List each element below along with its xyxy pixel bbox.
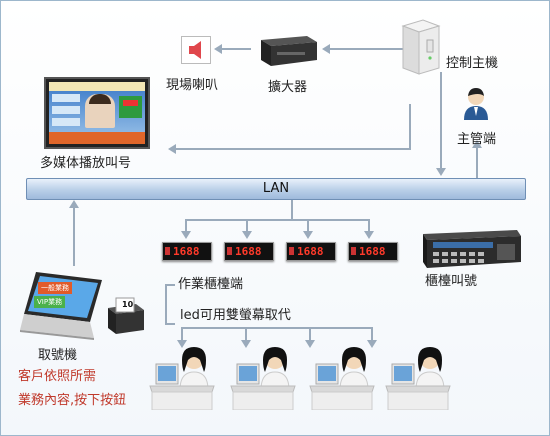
connector-bracket-v xyxy=(165,284,167,324)
led-lamp xyxy=(227,247,232,255)
display-screen xyxy=(49,82,145,144)
led-display: 1688 xyxy=(348,242,398,261)
customer-instruction-line2: 業務內容,按下按鈕 xyxy=(18,393,127,408)
supervisor-label: 主管端 xyxy=(457,132,497,147)
led-note-label: led可用雙螢幕取代 xyxy=(180,308,291,323)
connector-control-to-amp xyxy=(330,48,404,50)
amplifier-icon xyxy=(261,36,317,66)
led-digits: 1688 xyxy=(297,245,324,258)
call-device-icon xyxy=(423,230,521,268)
clerk-desk-icon xyxy=(385,347,451,410)
connector-led-drop xyxy=(246,219,248,231)
control-host-label: 控制主機 xyxy=(446,56,499,71)
led-lamp xyxy=(165,247,170,255)
led-display: 1688 xyxy=(162,242,212,261)
counter-terminal-label: 作業櫃檯端 xyxy=(178,277,244,292)
connector-lan-down xyxy=(291,199,293,219)
speaker-icon xyxy=(181,36,211,64)
arrowhead xyxy=(242,231,252,239)
arrowhead xyxy=(181,231,191,239)
connector-bracket-top xyxy=(165,284,175,286)
multimedia-display xyxy=(44,77,150,149)
lan-bar: LAN xyxy=(26,178,526,200)
user-icon xyxy=(464,88,488,120)
arrowhead xyxy=(168,144,176,154)
led-lamp xyxy=(351,247,356,255)
led-lamp xyxy=(289,247,294,255)
arrowhead xyxy=(303,231,313,239)
kiosk-button-vip: VIP業務 xyxy=(34,296,66,308)
ticket-machine-label: 取號機 xyxy=(38,348,78,363)
connector-kiosk-up xyxy=(73,206,75,266)
clerk-desk-icon xyxy=(230,347,296,410)
clerk-desk-icon xyxy=(309,347,375,410)
led-digits: 1688 xyxy=(235,245,262,258)
connector-desk-drop xyxy=(245,327,247,341)
connector-lan-to-multimedia-v xyxy=(409,104,411,148)
connector-amp-to-speaker xyxy=(221,48,251,50)
connector-led-drop xyxy=(307,219,309,231)
arrowhead xyxy=(364,231,374,239)
led-display: 1688 xyxy=(224,242,274,261)
amplifier-label: 擴大器 xyxy=(268,80,308,95)
connector-desk-drop xyxy=(181,327,183,341)
connector-lan-to-multimedia-h xyxy=(175,148,411,150)
led-display: 1688 xyxy=(286,242,336,261)
arrowhead xyxy=(322,44,330,54)
connector-led-bus xyxy=(185,219,369,221)
connector-host-down xyxy=(440,72,442,170)
led-digits: 1688 xyxy=(359,245,386,258)
multimedia-label: 多媒体播放叫号 xyxy=(40,156,132,171)
connector-supervisor-up xyxy=(476,146,478,178)
led-digits: 1688 xyxy=(173,245,200,258)
arrowhead xyxy=(472,140,482,148)
ticket-printer-icon xyxy=(108,297,144,334)
connector-bracket-bottom xyxy=(165,323,175,325)
arrowhead xyxy=(69,200,79,208)
server-icon xyxy=(401,19,441,75)
connector-desk-drop xyxy=(309,327,311,341)
customer-instruction-line1: 客戶依照所需 xyxy=(18,369,97,384)
arrowhead xyxy=(177,340,187,348)
clerk-desk-icon xyxy=(149,347,215,410)
arrowhead xyxy=(305,340,315,348)
connector-led-drop xyxy=(368,219,370,231)
arrowhead xyxy=(241,340,251,348)
counter-call-label: 櫃檯叫號 xyxy=(425,274,478,289)
speaker-label: 現場喇叭 xyxy=(166,78,219,93)
connector-desk-bus xyxy=(181,327,373,329)
lan-label: LAN xyxy=(262,181,290,196)
arrowhead xyxy=(214,44,222,54)
arrowhead xyxy=(436,168,446,176)
ticket-number: 10 xyxy=(122,300,134,309)
connector-led-drop xyxy=(185,219,187,231)
arrowhead xyxy=(367,340,377,348)
kiosk-button-general: 一般業務 xyxy=(38,282,72,294)
connector-desk-drop xyxy=(371,327,373,341)
